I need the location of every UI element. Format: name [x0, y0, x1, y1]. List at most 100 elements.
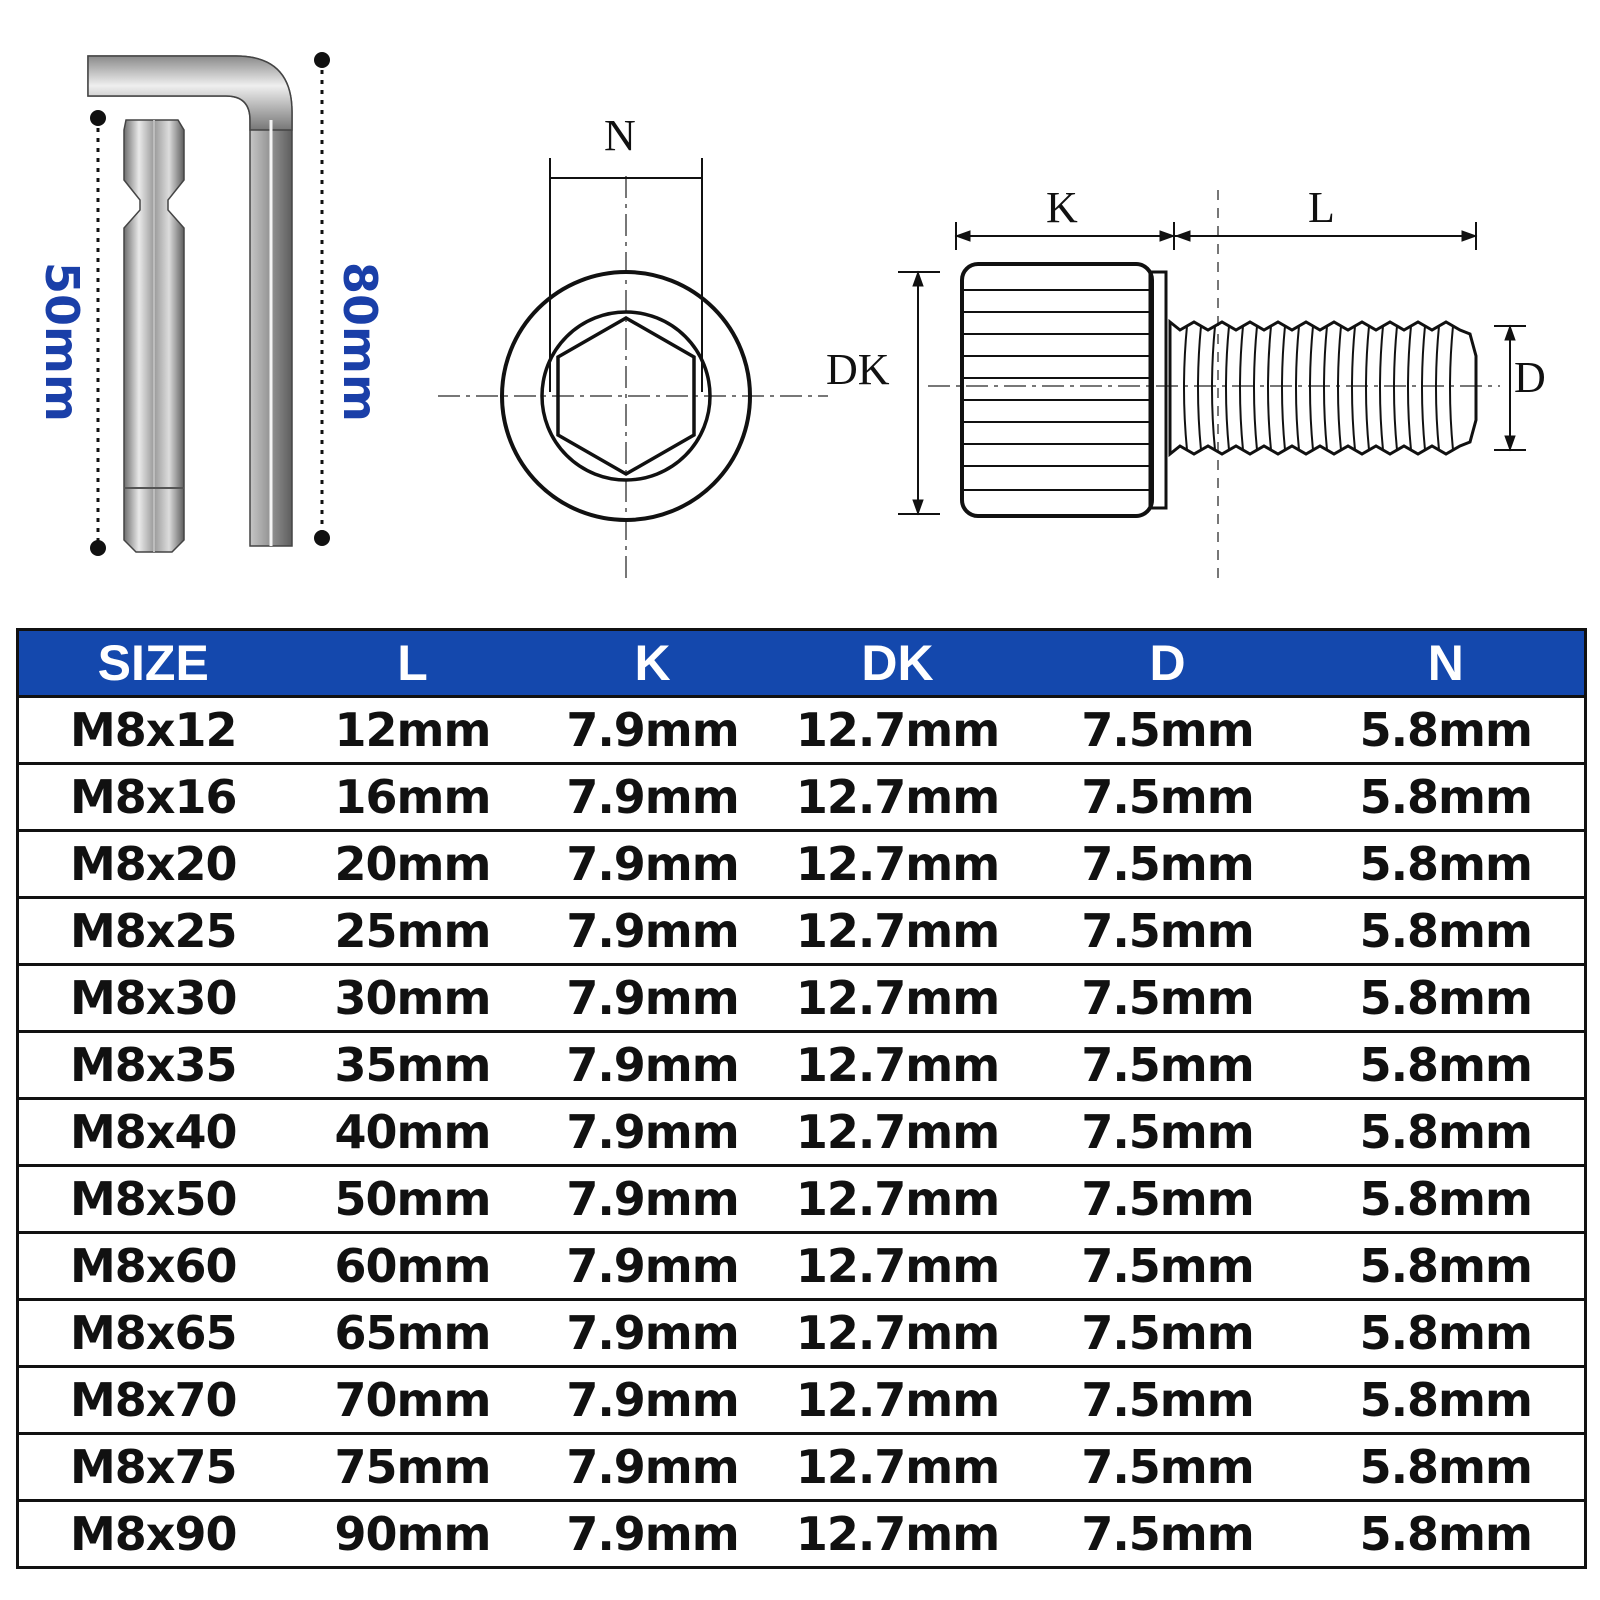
cell-k: 7.9mm: [566, 1507, 739, 1561]
cell-size: M8x30: [17, 964, 288, 1033]
cell-n: 5.8mm: [1307, 1031, 1586, 1100]
cell-dk: 12.7mm: [767, 964, 1028, 1033]
cell-n: 5.8mm: [1307, 1299, 1586, 1368]
cell-dk: 12.7mm: [767, 1165, 1028, 1234]
cell-dk: 12.7mm: [767, 1098, 1028, 1167]
d-dimension-label: D: [1514, 353, 1546, 402]
cell-d: 7.5mm: [1027, 1031, 1308, 1100]
cell-d: 7.5mm: [1027, 897, 1308, 966]
cell-n: 5.8mm: [1307, 964, 1586, 1033]
cell-dk: 12.7mm: [767, 1299, 1028, 1368]
table-header-row: SIZE L K DK D N: [17, 629, 1586, 698]
cell-l: 50mm: [287, 1165, 538, 1234]
table-row: M8x90 90mm 7.9mm 12.7mm 7.5mm 5.8mm: [18, 1501, 1586, 1568]
cell-dk: 12.7mm: [767, 696, 1028, 765]
cell-size: M8x50: [17, 1165, 288, 1234]
cell-l: 75mm: [287, 1433, 538, 1502]
technical-diagram: 50mm 80mm N: [35, 52, 1546, 580]
hex-key-drawing: [87, 52, 330, 547]
cell-k: 7.9mm: [537, 696, 768, 765]
cell-n: 5.8mm: [1307, 763, 1586, 832]
cell-k: 7.9mm: [537, 1031, 768, 1100]
cell-k: 7.9mm: [537, 763, 768, 832]
cell-l: 90mm: [334, 1507, 492, 1561]
cell-size: M8x60: [17, 1232, 288, 1301]
bit-length-label: 50mm: [35, 262, 89, 422]
cell-size: M8x25: [17, 897, 288, 966]
header-d: D: [1027, 629, 1308, 698]
l-dimension-label: L: [1308, 183, 1335, 232]
cell-l: 60mm: [287, 1232, 538, 1301]
wrench-length-label: 80mm: [333, 262, 387, 422]
cell-k: 7.9mm: [537, 1232, 768, 1301]
cell-d: 7.5mm: [1027, 1232, 1308, 1301]
cell-l: 20mm: [287, 830, 538, 899]
cell-d: 7.5mm: [1027, 1366, 1308, 1435]
cell-d: 7.5mm: [1081, 1507, 1254, 1561]
cell-l: 25mm: [287, 897, 538, 966]
cell-size: M8x12: [17, 696, 288, 765]
cell-n: 5.8mm: [1307, 1232, 1586, 1301]
cell-l: 16mm: [287, 763, 538, 832]
cell-n: 5.8mm: [1307, 830, 1586, 899]
hex-bit-drawing: [90, 110, 185, 556]
cell-n: 5.8mm: [1307, 696, 1586, 765]
header-l: L: [287, 629, 538, 698]
cell-dk: 12.7mm: [795, 1507, 1000, 1561]
cell-d: 7.5mm: [1027, 696, 1308, 765]
cell-l: 30mm: [287, 964, 538, 1033]
cell-dk: 12.7mm: [767, 1031, 1028, 1100]
cell-size: M8x75: [17, 1433, 288, 1502]
cell-d: 7.5mm: [1027, 1098, 1308, 1167]
cell-dk: 12.7mm: [767, 1433, 1028, 1502]
cell-size: M8x70: [17, 1366, 288, 1435]
cell-k: 7.9mm: [537, 1433, 768, 1502]
cell-d: 7.5mm: [1027, 1299, 1308, 1368]
cell-k: 7.9mm: [537, 1366, 768, 1435]
cell-l: 40mm: [287, 1098, 538, 1167]
cell-dk: 12.7mm: [767, 1232, 1028, 1301]
cell-size: M8x40: [17, 1098, 288, 1167]
cell-l: 12mm: [287, 696, 538, 765]
bolt-side-view: [898, 190, 1526, 578]
cell-size: M8x90: [70, 1507, 237, 1561]
cell-dk: 12.7mm: [767, 1366, 1028, 1435]
cell-l: 70mm: [287, 1366, 538, 1435]
k-dimension-label: K: [1046, 183, 1078, 232]
cell-n: 5.8mm: [1307, 1098, 1586, 1167]
cell-dk: 12.7mm: [767, 763, 1028, 832]
cell-k: 7.9mm: [537, 897, 768, 966]
cell-d: 7.5mm: [1027, 763, 1308, 832]
cell-size: M8x65: [17, 1299, 288, 1368]
head-top-view: [438, 158, 828, 580]
cell-k: 7.9mm: [537, 964, 768, 1033]
header-n: N: [1307, 629, 1586, 698]
header-size: SIZE: [17, 629, 288, 698]
cell-k: 7.9mm: [537, 830, 768, 899]
cell-size: M8x20: [17, 830, 288, 899]
cell-n: 5.8mm: [1307, 1433, 1586, 1502]
cell-l: 65mm: [287, 1299, 538, 1368]
cell-n: 5.8mm: [1359, 1507, 1533, 1561]
cell-n: 5.8mm: [1307, 1366, 1586, 1435]
header-k: K: [537, 629, 768, 698]
n-dimension-label: N: [604, 111, 636, 160]
cell-k: 7.9mm: [537, 1098, 768, 1167]
cell-n: 5.8mm: [1307, 897, 1586, 966]
cell-d: 7.5mm: [1027, 830, 1308, 899]
cell-k: 7.9mm: [537, 1165, 768, 1234]
cell-dk: 12.7mm: [767, 897, 1028, 966]
